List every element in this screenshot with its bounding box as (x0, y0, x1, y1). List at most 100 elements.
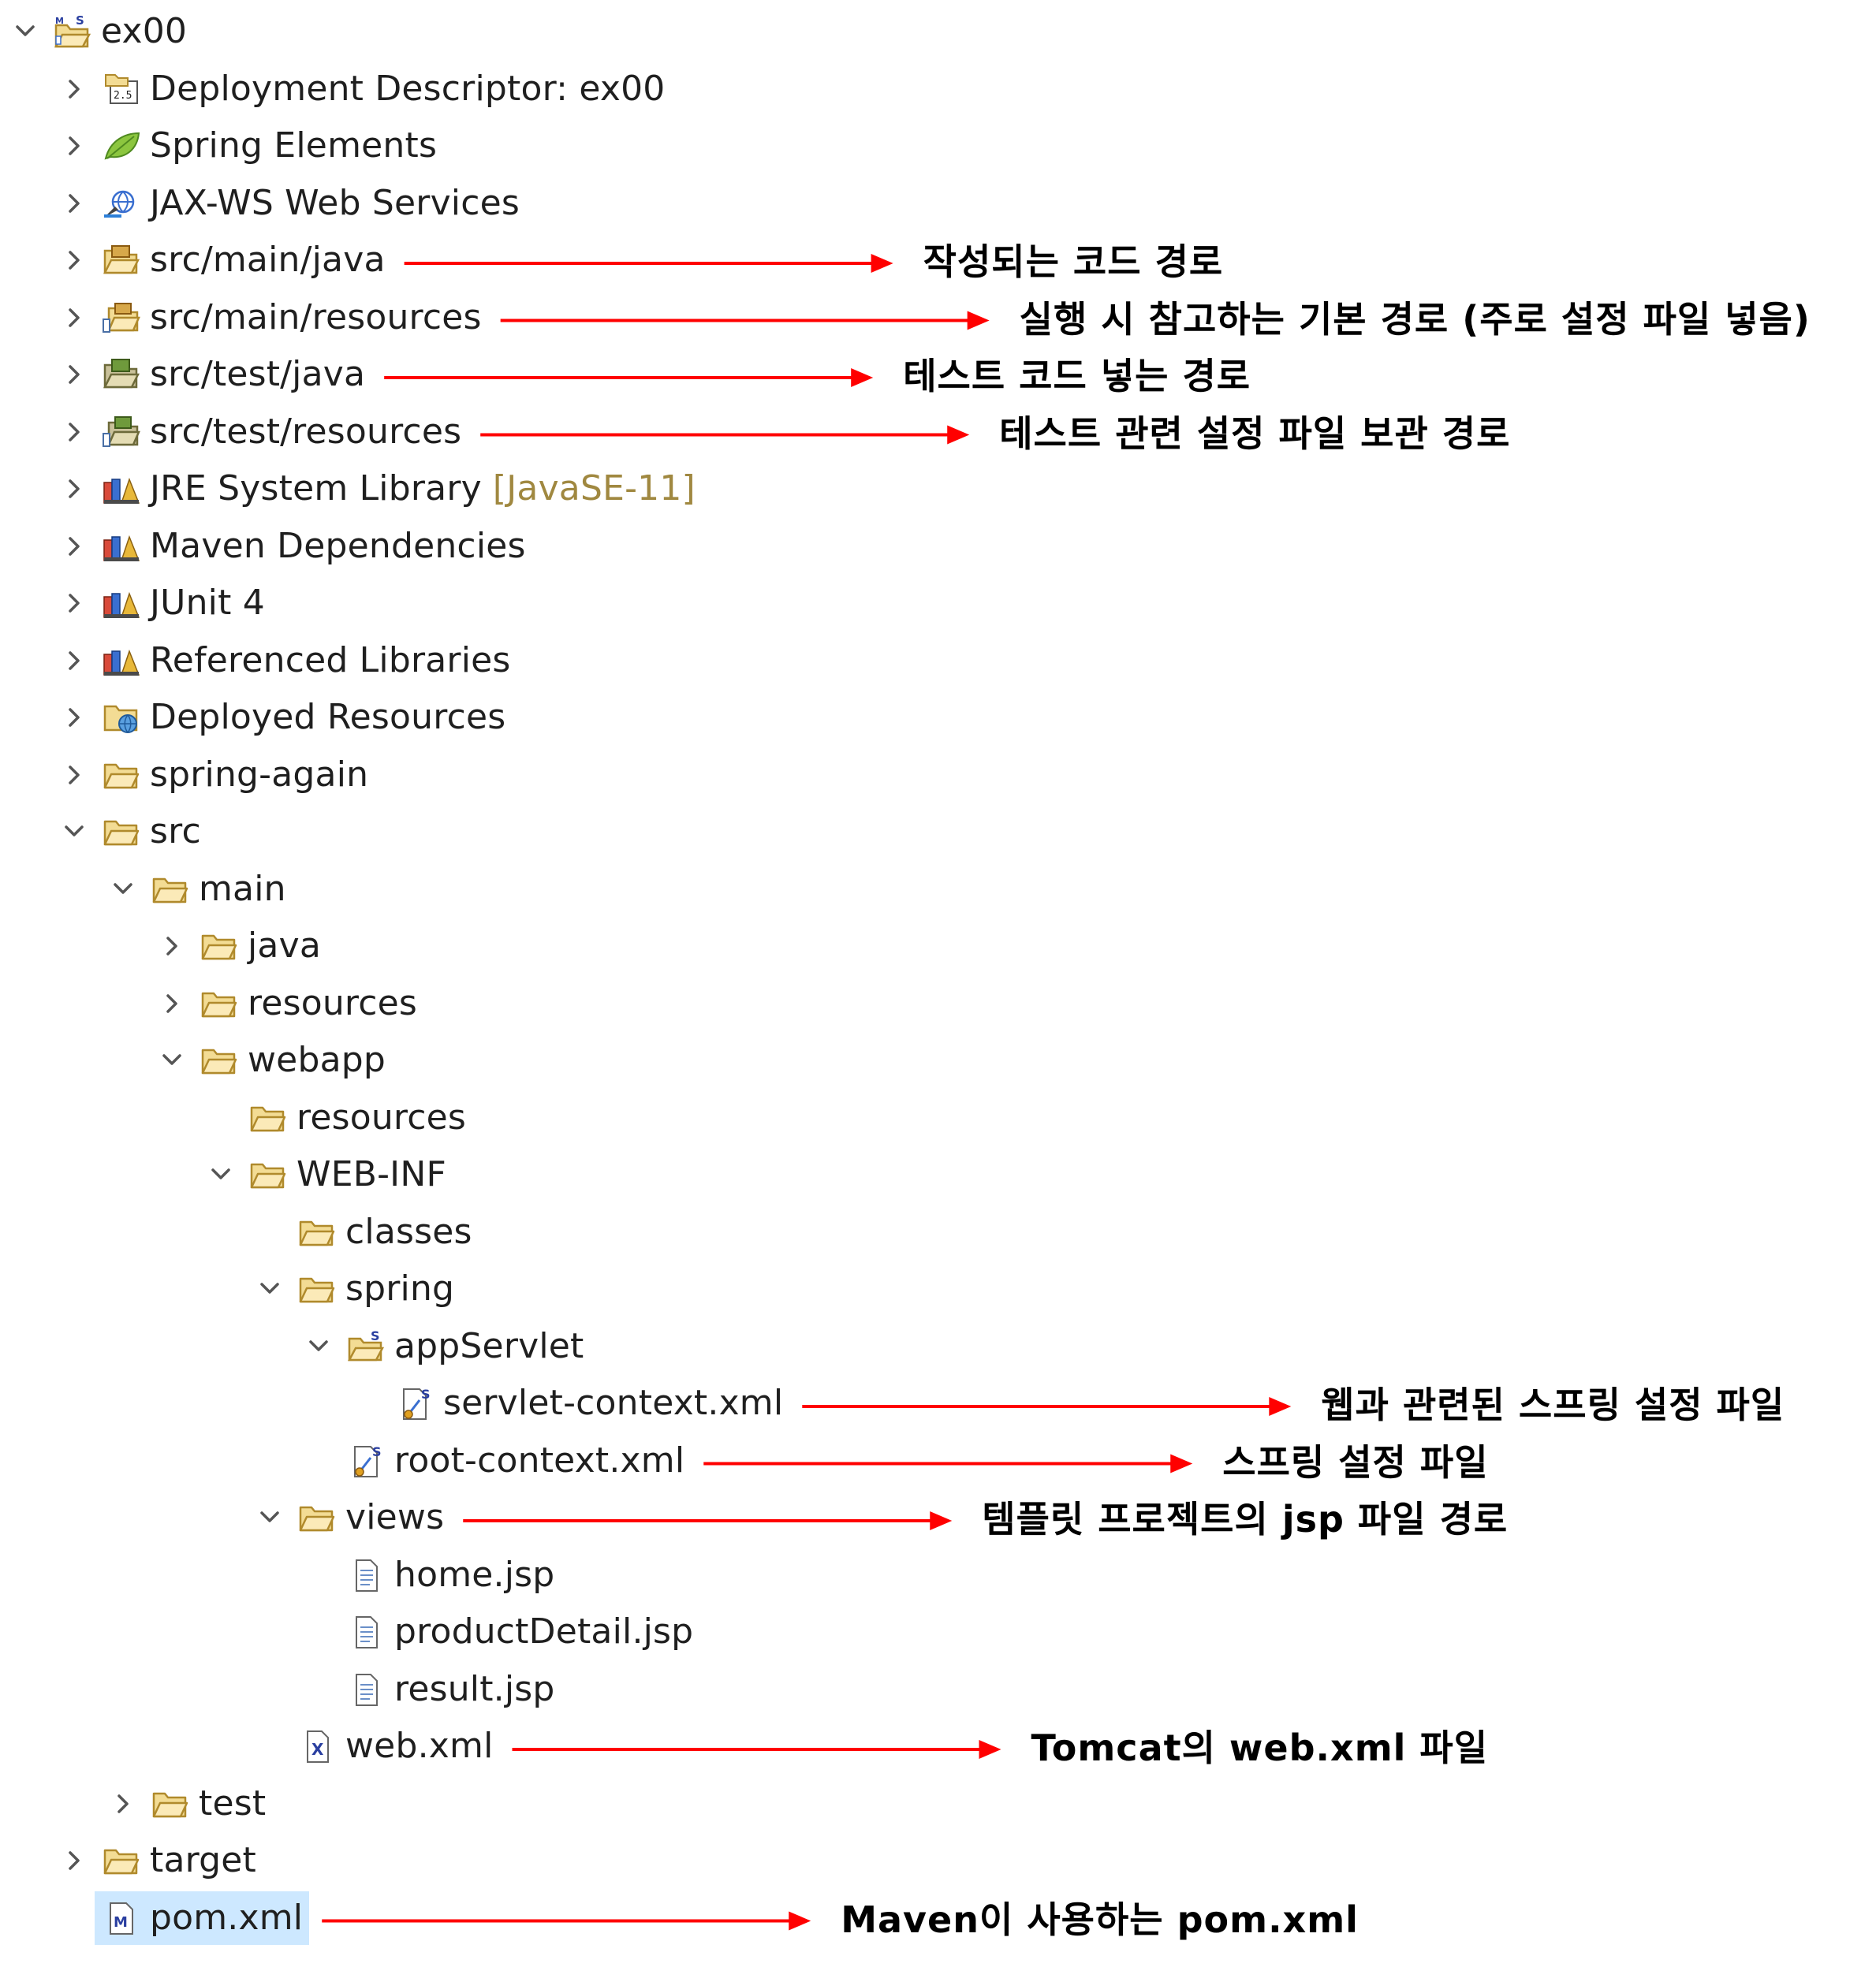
chevron-down-icon[interactable] (205, 1146, 237, 1203)
folder-icon (151, 1786, 189, 1821)
tree-item-src-main-java[interactable]: src/main/java (0, 232, 867, 289)
tree-item-label: src/main/java (150, 232, 386, 289)
chevron-right-icon[interactable] (58, 575, 90, 631)
tree-item-spring[interactable]: spring (0, 1261, 867, 1317)
tree-item-text: appServlet (394, 1325, 584, 1366)
tree-item-src-main-resources[interactable]: src/main/resources (0, 289, 867, 346)
tree-item-pom-xml[interactable]: M pom.xml (0, 1890, 867, 1947)
chevron-right-icon[interactable] (107, 1775, 139, 1832)
tree-item-label: web.xml (345, 1718, 494, 1775)
tree-item-main[interactable]: main (0, 861, 867, 918)
tree-item-label: spring (345, 1261, 454, 1317)
tree-item-label: servlet-context.xml (443, 1375, 783, 1432)
tree-item-ex00[interactable]: M S ex00 (0, 3, 867, 60)
chevron-right-icon[interactable] (156, 918, 188, 974)
chevron-right-icon[interactable] (58, 175, 90, 232)
tree-item-resources[interactable]: resources (0, 975, 867, 1032)
tree-item-text: JAX-WS Web Services (150, 182, 520, 223)
chevron-right-icon[interactable] (58, 61, 90, 117)
tree-item-label: java (248, 918, 321, 974)
tree-item-deployed-resources[interactable]: Deployed Resources (0, 689, 867, 746)
library-icon (103, 586, 140, 620)
chevron-right-icon[interactable] (58, 460, 90, 517)
folder-icon (249, 1101, 287, 1135)
tree-item-web-xml[interactable]: X web.xml (0, 1718, 867, 1775)
chevron-down-icon[interactable] (58, 803, 90, 860)
tree-item-jre-system-library[interactable]: JRE System Library[JavaSE-11] (0, 460, 867, 517)
svg-text:S: S (371, 1329, 380, 1343)
chevron-right-icon[interactable] (58, 689, 90, 746)
annotation-label: 작성되는 코드 경로 (923, 240, 1224, 283)
tree-item-spring-again[interactable]: spring-again (0, 747, 867, 803)
tree-item-text: test (199, 1783, 267, 1824)
tree-item-text: pom.xml (150, 1897, 304, 1938)
chevron-down-icon[interactable] (107, 861, 139, 918)
deployed-resources-icon (103, 700, 140, 735)
tree-item-java[interactable]: java (0, 918, 867, 974)
spring-xml-file-icon: S (396, 1386, 434, 1421)
tree-item-jax-ws-web-services[interactable]: JAX-WS Web Services (0, 175, 867, 232)
tree-item-test[interactable]: test (0, 1775, 867, 1832)
tree-item-src-test-resources[interactable]: src/test/resources (0, 404, 867, 460)
tree-item-label: Deployment Descriptor: ex00 (150, 61, 665, 117)
annotation-label: 템플릿 프로젝트의 jsp 파일 경로 (982, 1498, 1509, 1540)
chevron-right-icon[interactable] (58, 117, 90, 174)
tree-item-web-inf[interactable]: WEB-INF (0, 1146, 867, 1203)
tree-item-src[interactable]: src (0, 803, 867, 860)
tree-item-views[interactable]: views (0, 1489, 867, 1546)
chevron-right-icon[interactable] (58, 1832, 90, 1889)
tree-item-label: JRE System Library[JavaSE-11] (150, 460, 696, 517)
tree-item-servlet-context-xml[interactable]: S servlet-context.xml (0, 1375, 867, 1432)
chevron-right-icon[interactable] (58, 747, 90, 803)
tree-item-text: ex00 (101, 11, 188, 51)
chevron-right-icon[interactable] (58, 632, 90, 689)
xml-file-icon: X (298, 1729, 336, 1764)
tree-item-result-jsp[interactable]: result.jsp (0, 1661, 867, 1718)
tree-item-home-jsp[interactable]: home.jsp (0, 1547, 867, 1604)
tree-item-deployment-descriptor-ex00[interactable]: 2.5 Deployment Descriptor: ex00 (0, 61, 867, 117)
tree-item-text: root-context.xml (394, 1440, 685, 1481)
tree-item-appservlet[interactable]: S appServlet (0, 1318, 867, 1375)
tree-item-junit-4[interactable]: JUnit 4 (0, 575, 867, 631)
web-services-icon (103, 186, 140, 221)
tree-item-src-test-java[interactable]: src/test/java (0, 346, 867, 403)
chevron-down-icon[interactable] (9, 3, 41, 60)
tree-item-resources[interactable]: resources (0, 1090, 867, 1146)
tree-item-text: servlet-context.xml (443, 1383, 784, 1423)
chevron-right-icon[interactable] (58, 289, 90, 346)
source-folder-icon (103, 243, 140, 278)
tree-item-label: src/test/java (150, 346, 365, 403)
tree-item-maven-dependencies[interactable]: Maven Dependencies (0, 518, 867, 575)
tree-item-label: ex00 (101, 3, 187, 60)
chevron-right-icon[interactable] (58, 346, 90, 403)
library-icon (103, 529, 140, 564)
folder-icon (298, 1500, 336, 1535)
tree-item-text: JUnit 4 (150, 583, 265, 623)
tree-item-label: Referenced Libraries (150, 632, 511, 689)
tree-item-root-context-xml[interactable]: S root-context.xml (0, 1432, 867, 1489)
svg-text:S: S (76, 14, 84, 28)
chevron-down-icon[interactable] (254, 1489, 285, 1546)
tree-item-label: src/test/resources (150, 404, 461, 460)
tree-item-label: root-context.xml (394, 1432, 684, 1489)
tree-item-text: JRE System Library (150, 468, 482, 509)
chevron-right-icon[interactable] (58, 232, 90, 289)
svg-text:X: X (311, 1740, 324, 1759)
chevron-down-icon[interactable] (303, 1318, 334, 1375)
tree-item-text: resources (248, 982, 418, 1023)
chevron-down-icon[interactable] (254, 1261, 285, 1317)
tree-item-productdetail-jsp[interactable]: productDetail.jsp (0, 1604, 867, 1660)
tree-item-webapp[interactable]: webapp (0, 1032, 867, 1089)
tree-item-referenced-libraries[interactable]: Referenced Libraries (0, 632, 867, 689)
svg-text:S: S (372, 1444, 382, 1459)
tree-item-classes[interactable]: classes (0, 1204, 867, 1261)
chevron-right-icon[interactable] (58, 518, 90, 575)
chevron-down-icon[interactable] (156, 1032, 188, 1089)
tree-item-target[interactable]: target (0, 1832, 867, 1889)
chevron-right-icon[interactable] (58, 404, 90, 460)
chevron-right-icon[interactable] (156, 975, 188, 1032)
annotation-label: 스프링 설정 파일 (1222, 1440, 1489, 1484)
tree-item-spring-elements[interactable]: Spring Elements (0, 117, 867, 174)
tree-item-text: views (345, 1497, 445, 1537)
tree-item-decoration: [JavaSE-11] (492, 468, 696, 509)
